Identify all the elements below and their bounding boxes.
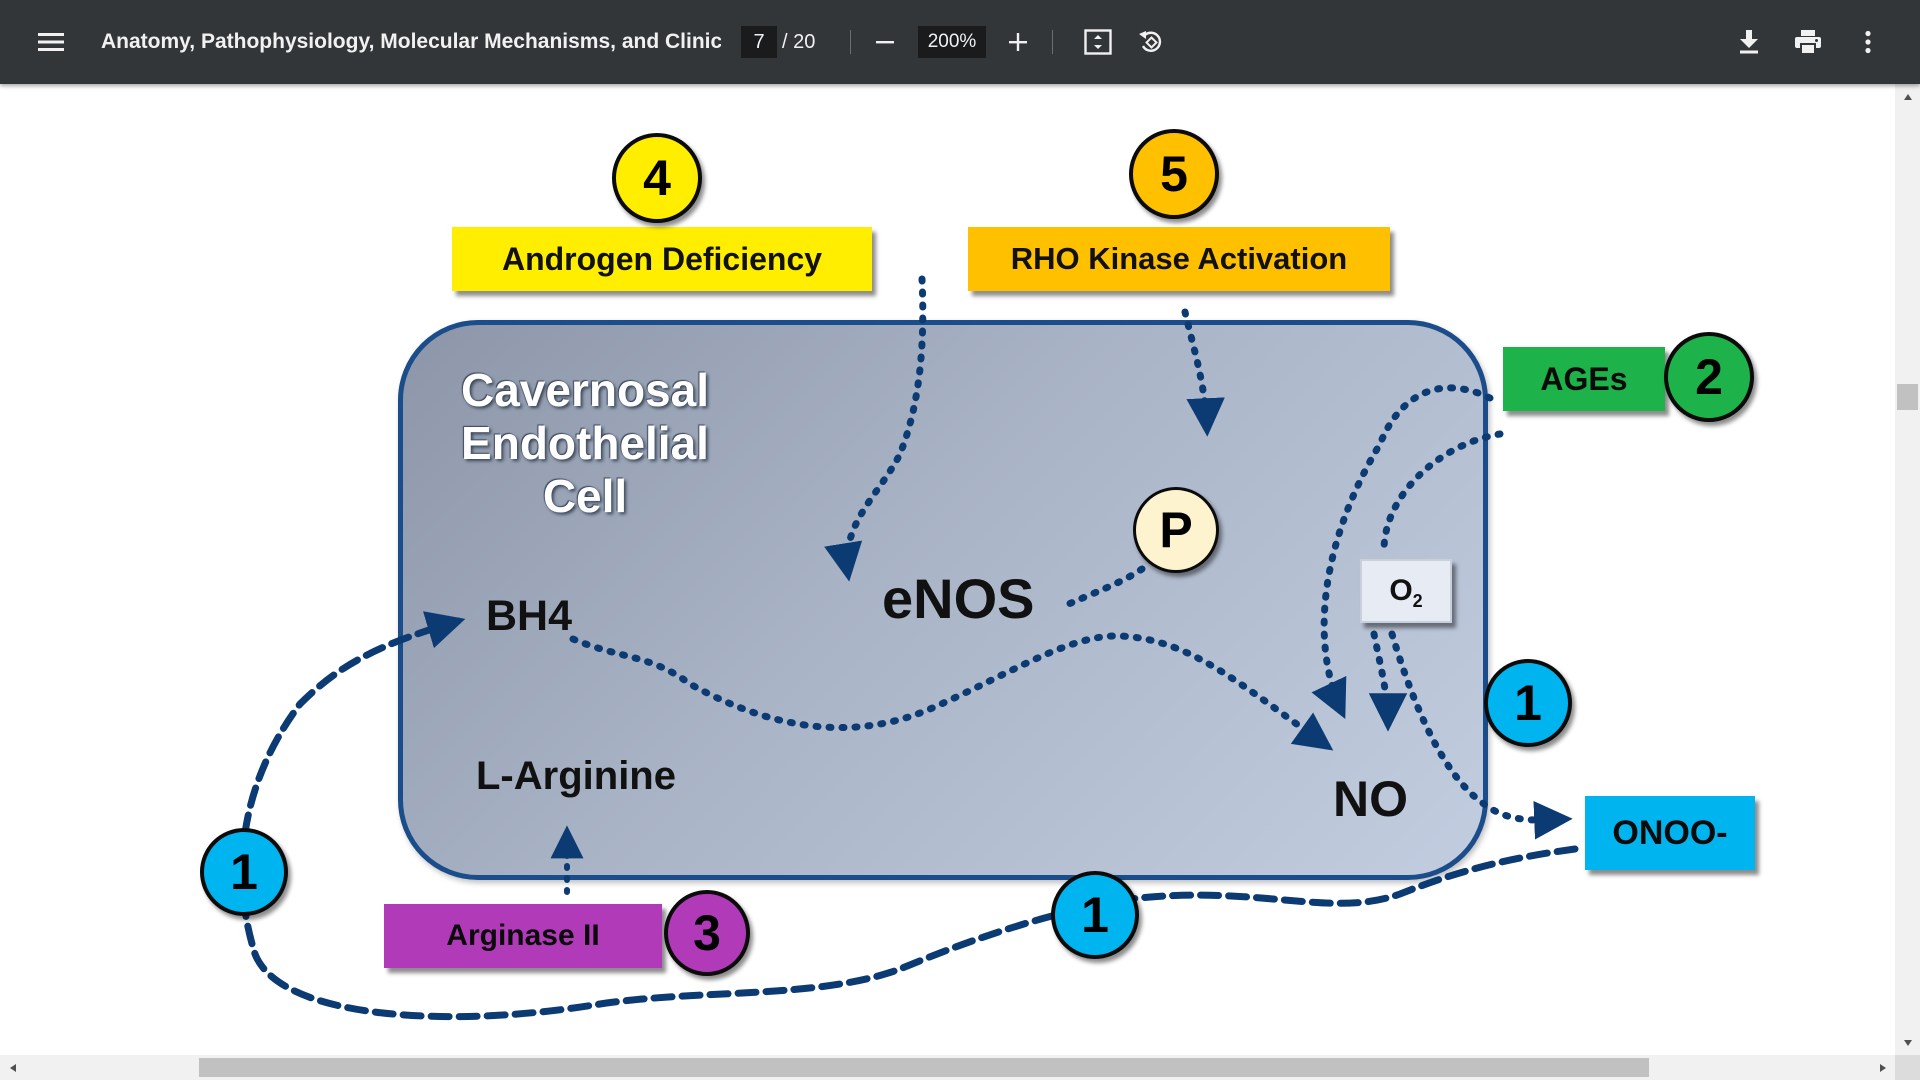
pdf-toolbar: Anatomy, Pathophysiology, Molecular Mech… xyxy=(0,0,1920,84)
marker-2: 2 xyxy=(1664,332,1754,422)
scroll-right-icon[interactable] xyxy=(1870,1055,1895,1080)
androgen-to-enos-arrow xyxy=(824,275,927,582)
horizontal-scrollbar-thumb[interactable] xyxy=(199,1058,1649,1077)
more-options-icon[interactable] xyxy=(1846,20,1890,64)
ages-box: AGEs xyxy=(1503,347,1665,411)
ages-to-o2-arrow xyxy=(1380,430,1504,553)
oxygen-box: O2 xyxy=(1360,559,1452,623)
o2-to-onoo-arrow xyxy=(1388,630,1573,840)
cell-title: Cavernosal Endothelial Cell xyxy=(460,364,709,522)
phosphate-label: P xyxy=(1159,502,1193,558)
endothelial-cell-diagram: Cavernosal Endothelial Cell BH4 eNOS L-A… xyxy=(0,84,1895,1055)
fit-page-icon[interactable] xyxy=(1076,20,1120,64)
pathway-arrows xyxy=(238,275,1579,1021)
document-title: Anatomy, Pathophysiology, Molecular Mech… xyxy=(101,30,721,53)
androgen-deficiency-box: Androgen Deficiency xyxy=(452,227,872,291)
pdf-page-viewport[interactable]: Cavernosal Endothelial Cell BH4 eNOS L-A… xyxy=(0,84,1895,1055)
bh4-label: BH4 xyxy=(486,592,573,640)
scrollbar-corner xyxy=(1895,1055,1920,1080)
marker-1-right: 1 xyxy=(1484,659,1572,747)
peroxynitrite-box: ONOO- xyxy=(1585,796,1755,870)
oxygen-label: O xyxy=(1389,574,1413,607)
l-arginine-label: L-Arginine xyxy=(476,754,676,798)
toolbar-separator xyxy=(1052,30,1053,54)
o2-to-no-arrow xyxy=(1368,630,1408,732)
marker-3: 3 xyxy=(664,890,750,976)
hamburger-menu-icon[interactable] xyxy=(29,20,73,64)
rho-to-p-arrow xyxy=(1181,308,1225,437)
vertical-scrollbar-thumb[interactable] xyxy=(1897,384,1918,410)
vertical-scrollbar[interactable] xyxy=(1895,84,1920,1055)
marker-5: 5 xyxy=(1129,129,1219,219)
dashed-loop-to-bh4 xyxy=(238,611,1579,1021)
scroll-up-icon[interactable] xyxy=(1895,84,1920,109)
rotate-icon[interactable] xyxy=(1129,20,1173,64)
enos-label: eNOS xyxy=(882,567,1035,630)
zoom-out-icon[interactable] xyxy=(863,20,907,64)
bh4-to-no-arrow xyxy=(569,632,1334,751)
toolbar-separator xyxy=(850,30,851,54)
p-to-enos-link xyxy=(1056,565,1146,612)
print-icon[interactable] xyxy=(1786,20,1830,64)
download-icon[interactable] xyxy=(1727,20,1771,64)
marker-1-bottom: 1 xyxy=(1051,871,1139,959)
scroll-down-icon[interactable] xyxy=(1895,1030,1920,1055)
marker-1-left: 1 xyxy=(200,828,288,916)
zoom-level-input[interactable] xyxy=(918,26,986,58)
zoom-in-icon[interactable] xyxy=(996,20,1040,64)
rho-kinase-box: RHO Kinase Activation xyxy=(968,227,1390,291)
arginase-ii-box: Arginase II xyxy=(384,904,662,968)
oxygen-subscript: 2 xyxy=(1412,591,1423,611)
scroll-left-icon[interactable] xyxy=(0,1055,25,1080)
page-total: / 20 xyxy=(782,31,816,53)
no-label: NO xyxy=(1333,771,1408,827)
page-number-input[interactable] xyxy=(741,26,777,58)
ages-to-no-arrow-outer xyxy=(1311,384,1494,719)
phosphate-circle: P xyxy=(1133,487,1219,573)
cavernosal-endothelial-cell xyxy=(398,320,1488,880)
marker-4: 4 xyxy=(612,133,702,223)
